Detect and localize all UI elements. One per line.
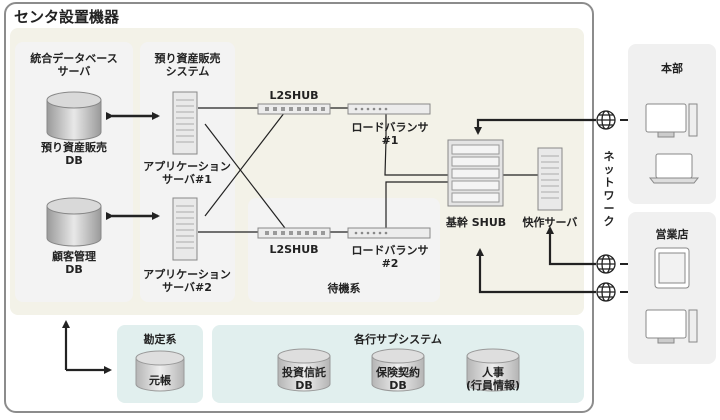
laptop-icon: [648, 153, 700, 184]
l2shub-icon: [257, 227, 331, 239]
l2shub-top-label: L2SHUB: [269, 89, 319, 102]
db2-label: 顧客管理 DB: [52, 250, 96, 276]
standby-label: 待機系: [327, 282, 361, 295]
insurance-contract-db-label: 保険契約 DB: [376, 366, 420, 392]
db-cylinder-icon: [466, 348, 520, 392]
accounting-title: 勘定系: [143, 333, 177, 346]
server-tower-icon: [537, 147, 563, 211]
db-cylinder-icon: [371, 348, 425, 392]
server-tower-icon: [172, 197, 198, 261]
headquarters-title: 本部: [661, 62, 683, 75]
app-server1-label: アプリケーション サーバ#1: [143, 160, 231, 186]
desktop-pc-icon: [645, 309, 698, 344]
db-cylinder-icon: [277, 348, 331, 392]
server-tower-icon: [172, 91, 198, 155]
network-lines: [198, 107, 538, 233]
integrated-db-server-panel: [15, 42, 133, 302]
db-app-link: [106, 112, 160, 220]
network-label: ネットワーク: [603, 150, 615, 228]
db-cylinder-icon: [46, 197, 102, 247]
network-dash: [620, 119, 628, 293]
tablet-icon: [654, 247, 690, 289]
app-system-title: 預り資産販売 システム: [154, 52, 221, 78]
load-balancer2-label: ロードバランサ #2: [351, 244, 429, 270]
l2shub-icon: [257, 103, 331, 115]
db1-label: 預り資産販売 DB: [41, 141, 107, 167]
l2shub-bottom-label: L2SHUB: [269, 243, 319, 256]
standby-panel: [248, 198, 440, 302]
branch-subsystem-title: 各行サブシステム: [354, 333, 442, 346]
branch-office-title: 営業店: [655, 228, 689, 241]
globe-icon: [596, 254, 616, 274]
investment-trust-db-label: 投資信託 DB: [282, 366, 326, 392]
globe-icon: [596, 110, 616, 130]
db-cylinder-icon: [46, 91, 102, 141]
fast-server-label: 快作サーバ: [522, 216, 578, 229]
hr-db-label: 人事 (行員情報): [465, 366, 521, 392]
db-cylinder-icon: [135, 350, 185, 392]
center-title: センタ設置機器: [14, 8, 120, 26]
core-shub-icon: [447, 139, 504, 207]
globe-icon: [596, 282, 616, 302]
load-balancer1-label: ロードバランサ #1: [351, 121, 429, 147]
load-balancer-icon: [347, 103, 431, 115]
ledger-db-label: 元帳: [149, 374, 171, 387]
core-shub-label: 基幹 SHUB: [445, 216, 507, 229]
load-balancer-icon: [347, 227, 431, 239]
app-server2-label: アプリケーション サーバ#2: [143, 268, 231, 294]
network-arrows: [62, 118, 596, 374]
integrated-db-server-title: 統合データベース サーバ: [30, 52, 118, 78]
desktop-pc-icon: [645, 103, 698, 138]
